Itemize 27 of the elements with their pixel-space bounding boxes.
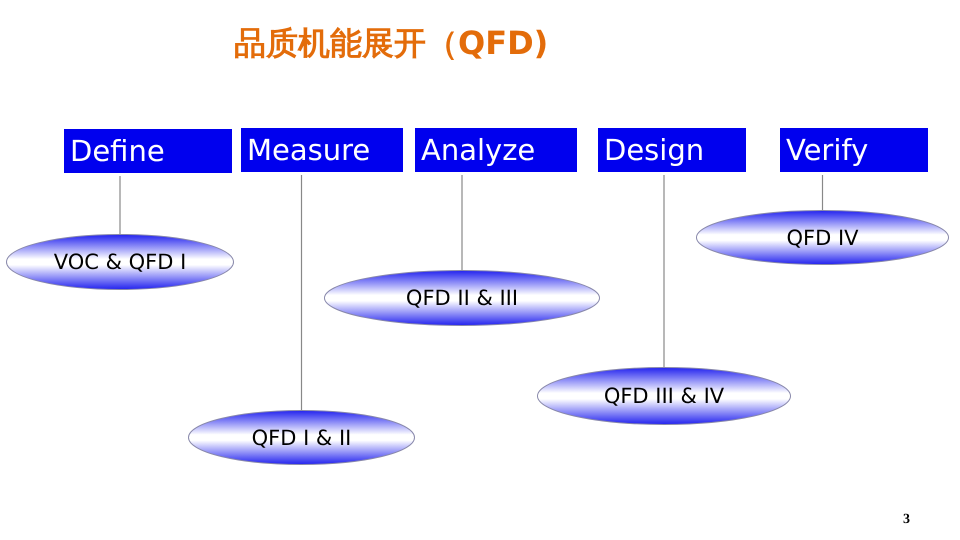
title: 品质机能展开（QFD)	[234, 23, 548, 64]
connector-line	[461, 175, 463, 271]
connector-line	[663, 175, 665, 368]
node-label: VOC & QFD I	[54, 250, 186, 274]
phase-box	[241, 128, 403, 172]
node-label: Design	[604, 133, 704, 167]
node-label: Measure	[247, 133, 370, 167]
ellipse-node	[537, 367, 791, 425]
ellipse-node	[696, 210, 949, 265]
node-label: Analyze	[421, 133, 536, 167]
ellipse-node	[188, 410, 415, 465]
node-label: QFD II & III	[406, 286, 518, 310]
page-number: 3	[903, 512, 910, 528]
connector-line	[119, 176, 121, 235]
ellipse-node	[324, 270, 600, 326]
connector-line	[300, 175, 302, 411]
phase-box	[780, 128, 928, 172]
phase-box	[64, 129, 232, 173]
ellipse-node	[6, 234, 234, 290]
node-label: QFD IV	[786, 226, 858, 250]
node-label: Define	[70, 134, 165, 168]
node-label: QFD III & IV	[604, 384, 724, 408]
connector-line	[822, 175, 824, 211]
phase-box	[415, 128, 577, 172]
phase-box	[598, 128, 746, 172]
node-label: QFD I & II	[252, 426, 352, 450]
node-label: Verify	[786, 133, 868, 167]
